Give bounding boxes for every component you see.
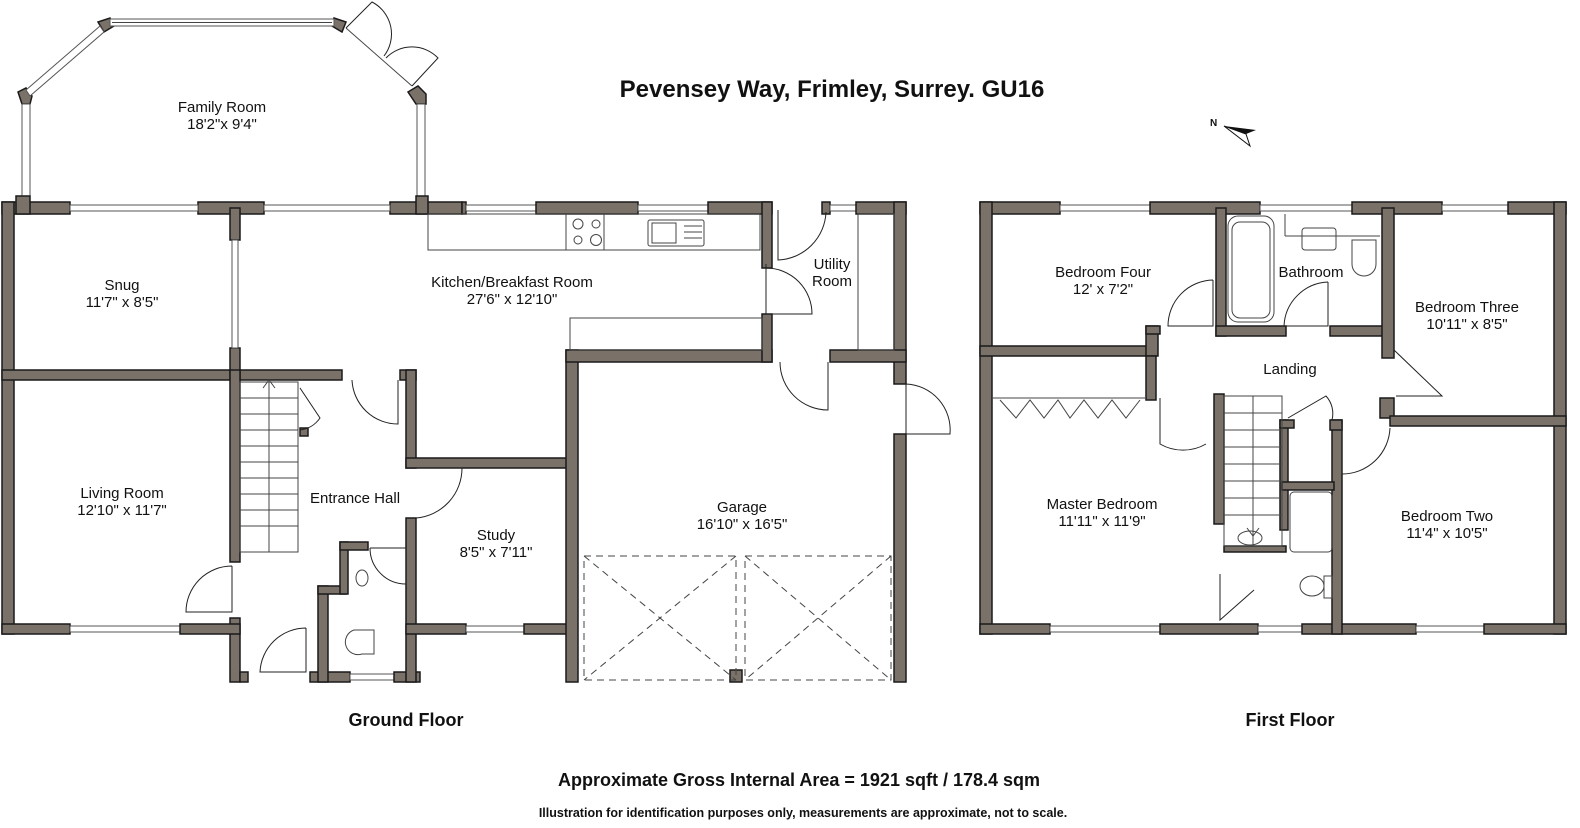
room-name: Study <box>476 527 516 544</box>
room-name: Bedroom Three <box>1415 299 1519 316</box>
room-dimensions: 11'11" x 11'9" <box>1058 513 1146 530</box>
room-label-garage: Garage 16'10" x 16'5" <box>697 499 788 533</box>
room-label-bathroom: Bathroom <box>1278 264 1343 281</box>
first-floor-label: First Floor <box>1245 710 1335 730</box>
room-name: Bedroom Four <box>1055 264 1151 281</box>
ground-floor-label: Ground Floor <box>348 710 464 730</box>
first-floor-plan <box>979 201 1567 635</box>
room-name: Living Room <box>80 485 164 502</box>
room-name: Snug <box>104 277 140 294</box>
room-name: Landing <box>1263 361 1317 378</box>
room-label-master-bedroom: Master Bedroom 11'11" x 11'9" <box>1047 496 1158 530</box>
property-address-title: Pevensey Way, Frimley, Surrey. GU16 <box>619 76 1045 103</box>
ground-floor-walls <box>1 195 907 683</box>
room-label-kitchen: Kitchen/Breakfast Room 27'6" x 12'10" <box>431 274 593 308</box>
room-label-study: Study 8'5" x 7'11" <box>460 527 533 561</box>
room-name-line2: Room <box>811 273 853 290</box>
room-name-line1: Utility <box>813 256 851 273</box>
room-name: Bathroom <box>1278 264 1344 281</box>
family-room-bay <box>17 1 439 197</box>
room-label-utility-room: Utility Room <box>812 256 852 290</box>
disclaimer-text: Illustration for identification purposes… <box>538 806 1068 820</box>
room-label-landing: Landing <box>1263 361 1316 378</box>
garage-up-and-over-doors <box>583 555 892 681</box>
room-label-bedroom-four: Bedroom Four 12' x 7'2" <box>1055 264 1151 298</box>
en-suite-fixtures <box>1237 491 1333 599</box>
room-name: Kitchen/Breakfast Room <box>431 274 593 291</box>
room-name: Family Room <box>177 99 267 116</box>
bathroom-fixtures <box>1227 214 1380 323</box>
room-label-bedroom-two: Bedroom Two 11'4" x 10'5" <box>1401 508 1493 542</box>
ground-floor-doors <box>185 210 951 673</box>
first-floor-walls <box>979 201 1567 635</box>
room-dimensions: 8'5" x 7'11" <box>459 544 533 561</box>
north-label: N <box>1210 118 1218 129</box>
ground-floor-plan <box>1 1 951 683</box>
room-dimensions: 11'7" x 8'5" <box>85 294 159 311</box>
room-label-snug: Snug 11'7" x 8'5" <box>86 277 159 311</box>
room-label-family-room: Family Room 18'2"x 9'4" <box>178 99 266 133</box>
room-label-entrance-hall: Entrance Hall <box>310 490 400 507</box>
first-floor-stairs <box>1223 395 1283 547</box>
room-name: Master Bedroom <box>1046 496 1158 513</box>
ground-floor-stairs <box>239 379 299 553</box>
room-name: Bedroom Two <box>1400 508 1494 525</box>
kitchen-worktops <box>427 213 895 351</box>
room-name: Entrance Hall <box>309 490 401 507</box>
room-name: Garage <box>716 499 768 516</box>
room-dimensions: 18'2"x 9'4" <box>187 116 257 133</box>
gross-internal-area: Approximate Gross Internal Area = 1921 s… <box>557 770 1041 790</box>
room-label-bedroom-three: Bedroom Three 10'11" x 8'5" <box>1415 299 1519 333</box>
room-dimensions: 11'4" x 10'5" <box>1406 525 1488 542</box>
master-wardrobes <box>992 397 1146 419</box>
north-compass: N <box>1210 118 1217 129</box>
room-dimensions: 16'10" x 16'5" <box>696 516 788 533</box>
room-dimensions: 12'10" x 11'7" <box>77 502 167 519</box>
north-arrow-icon <box>1223 125 1256 148</box>
room-dimensions: 12' x 7'2" <box>1072 281 1134 298</box>
ground-floor-wc-fixtures <box>344 569 375 656</box>
room-dimensions: 10'11" x 8'5" <box>1426 316 1508 333</box>
room-dimensions: 27'6" x 12'10" <box>466 291 558 308</box>
room-label-living-room: Living Room 12'10" x 11'7" <box>77 485 167 519</box>
first-floor-doors <box>1159 279 1444 622</box>
